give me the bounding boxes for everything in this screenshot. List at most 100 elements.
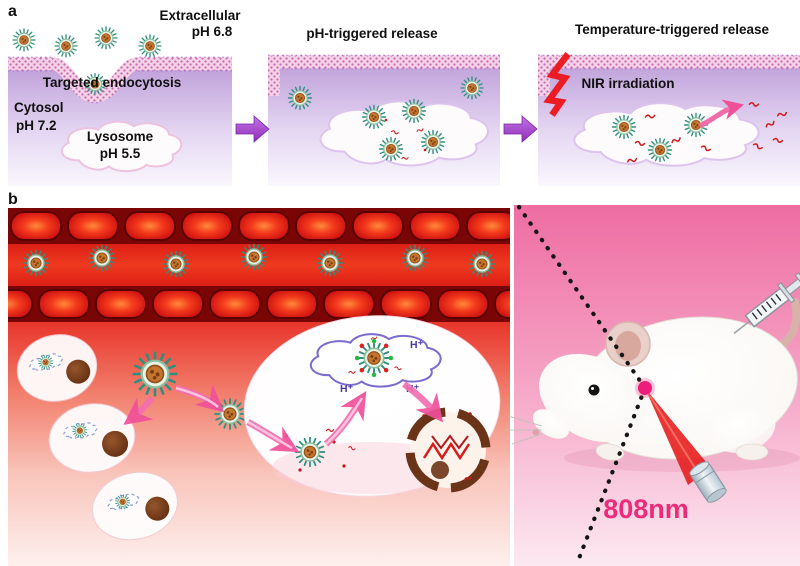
scale-mark xyxy=(775,293,782,302)
lysosome-label: Lysosome xyxy=(87,129,154,144)
panel-b: H⁺ H⁺ H⁺ xyxy=(8,191,800,566)
nanoparticle-icon xyxy=(162,250,190,278)
dna-strand xyxy=(422,441,471,461)
cell xyxy=(48,403,136,473)
scale-mark xyxy=(770,297,777,305)
scale-mark xyxy=(751,312,758,320)
cell-nucleus xyxy=(66,359,91,384)
cell-nucleus xyxy=(102,430,129,457)
cell-nucleus xyxy=(145,496,170,521)
dotted-line-upper xyxy=(516,204,648,391)
activated-nanoparticle-icon xyxy=(355,339,393,377)
nanoparticle-icon xyxy=(468,250,496,278)
nanoparticle-icon xyxy=(460,76,484,100)
mouse-head xyxy=(539,353,645,443)
step-arrow-icon xyxy=(235,115,270,143)
nanoparticle-icon xyxy=(361,104,387,130)
membrane-band xyxy=(8,57,232,103)
panel-a: a Extracellular pH 6.8 Targeted endocyto… xyxy=(8,3,800,186)
nanoparticle-icon xyxy=(401,98,427,124)
ph-release-title: pH-triggered release xyxy=(306,26,438,41)
mouse-inner-ear xyxy=(615,331,641,361)
drug-dot xyxy=(423,148,427,152)
syringe-needle xyxy=(733,320,751,335)
eye-glint xyxy=(591,387,594,390)
laser-device-icon xyxy=(689,461,727,503)
rbc-row-bottom xyxy=(8,286,510,322)
mouse-eye xyxy=(588,384,600,396)
syringe-icon xyxy=(733,272,800,335)
nucleus-with-dna xyxy=(405,407,491,493)
laser-band xyxy=(695,470,715,484)
nucleolus xyxy=(431,461,449,479)
whisker xyxy=(507,415,543,427)
syringe-plunger xyxy=(784,278,800,295)
cell-body xyxy=(16,334,98,402)
extracellular-label: Extracellular xyxy=(159,8,241,23)
nanoparticle-icon xyxy=(12,28,36,52)
scale-mark xyxy=(761,305,768,313)
arrow-highlight xyxy=(175,386,219,408)
mouse-whiskers xyxy=(506,415,543,445)
cell xyxy=(92,471,178,541)
nanoparticle-icon xyxy=(22,249,50,277)
scale-mark xyxy=(765,301,772,309)
wavelength-label: 808nm xyxy=(603,494,689,524)
nir-label: NIR irradiation xyxy=(581,76,674,91)
nanoparticle-icon xyxy=(54,34,78,58)
whisker xyxy=(511,433,543,445)
nanoparticle-icon xyxy=(240,243,268,271)
scale-mark xyxy=(756,308,763,316)
mouse-haunch xyxy=(708,403,776,453)
nanoparticle-icon xyxy=(94,26,118,50)
temp-release-title: Temperature-triggered release xyxy=(575,22,770,37)
mouse-front-paw xyxy=(595,443,625,461)
drug-dots xyxy=(384,118,427,152)
drug-dot xyxy=(384,118,388,122)
mouse-illustration xyxy=(506,298,800,472)
cell-body xyxy=(92,471,178,541)
rbc-row-top xyxy=(8,208,510,244)
nir-bolt-icon xyxy=(543,52,571,117)
drug-dot xyxy=(284,434,288,438)
pathway-arrow xyxy=(402,381,444,423)
laser-aperture xyxy=(689,461,710,476)
nanoparticle-icon xyxy=(294,436,326,468)
endocytosis-label: Targeted endocytosis xyxy=(43,75,182,90)
nucleus-ring xyxy=(405,407,491,493)
mouse-hind-paw xyxy=(735,443,769,461)
h-plus-label: H⁺ xyxy=(340,383,354,395)
target-dot xyxy=(638,381,652,395)
nanoparticle-icon xyxy=(611,114,637,140)
arrow-highlight xyxy=(325,397,364,445)
cell xyxy=(16,334,98,402)
nanoparticle-icon xyxy=(287,85,313,111)
release-arrow xyxy=(698,99,745,129)
laser-back-cap xyxy=(706,488,727,503)
dotted-guide-lines xyxy=(516,204,648,564)
nanoparticle-icon xyxy=(132,351,178,397)
panel-b-label: b xyxy=(8,191,18,208)
pathway-arrow xyxy=(123,395,155,425)
step-arrow-icon xyxy=(503,115,538,143)
laser-beam xyxy=(645,388,711,485)
laser-beam-core xyxy=(644,387,701,477)
dna-strand xyxy=(431,434,469,450)
cell-membrane xyxy=(8,54,800,104)
cytosol-label: Cytosol xyxy=(14,100,64,115)
syringe-scale-marks xyxy=(751,293,782,320)
mouse-snout xyxy=(532,409,570,439)
extracellular-ph: pH 6.8 xyxy=(192,24,233,39)
h-plus-label: H⁺ xyxy=(410,339,424,351)
nanoparticle-icon xyxy=(316,249,344,277)
lysosome-ph: pH 5.5 xyxy=(100,146,141,161)
pathway-arrow-highlights xyxy=(175,386,364,450)
arrow-highlight xyxy=(247,420,293,450)
nanoparticle-icon xyxy=(378,136,404,162)
cytosol-ph: pH 7.2 xyxy=(16,118,57,133)
nanoparticle-icon xyxy=(214,398,246,430)
nanoparticle-icon xyxy=(88,244,116,272)
nanoparticle-icon xyxy=(647,137,673,163)
